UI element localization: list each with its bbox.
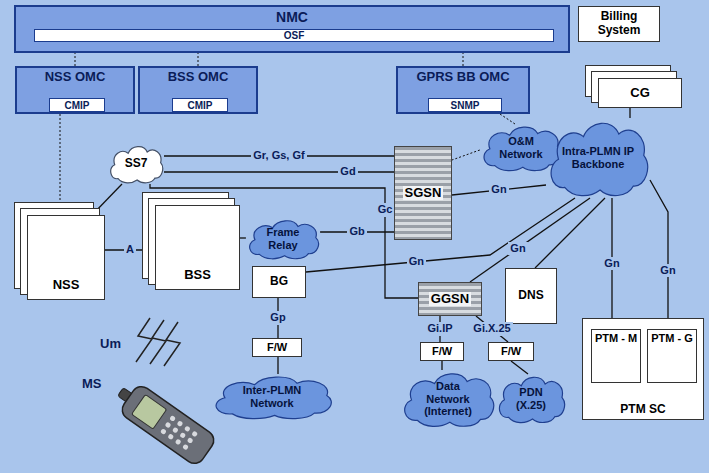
node-label: GGSN [429, 292, 471, 307]
diagram-label: Um [100, 336, 121, 351]
node-label: PTM - M [595, 332, 637, 345]
interface-link [150, 184, 418, 298]
protocol-bar: OSF [34, 29, 554, 42]
management-band: BSS OMC CMIP [138, 66, 258, 114]
interface-label: Gn [602, 257, 621, 270]
equipment-node: SGSN [394, 146, 452, 240]
interface-label: Gd [338, 165, 357, 178]
management-link [60, 114, 61, 215]
interface-link [441, 361, 442, 370]
network-cloud: PDN (X.25) [496, 374, 566, 424]
management-link [198, 53, 199, 66]
interface-link [240, 237, 246, 238]
node-label: CMIP [65, 100, 90, 111]
network-box: BG [252, 266, 306, 298]
protocol-bar: CMIP [172, 98, 228, 112]
management-band: GPRS BB OMC SNMP [396, 66, 530, 114]
node-label: Frame Relay [257, 226, 309, 251]
network-cloud: O&M Network [480, 124, 562, 172]
node-label: OSF [284, 30, 305, 41]
management-band: NSS OMC CMIP [15, 66, 135, 114]
node-label: DNS [518, 289, 543, 303]
node-label: F/W [432, 345, 452, 358]
network-box: F/W [252, 338, 302, 357]
interface-link [92, 184, 122, 215]
protocol-bar: CMIP [49, 98, 105, 112]
node-label: CMIP [188, 100, 213, 111]
network-box: PTM SC PTM - M PTM - G [582, 318, 704, 420]
interface-label: Gp [268, 311, 287, 324]
management-link [75, 53, 76, 66]
management-link [463, 53, 464, 66]
management-band: NMC OSF [14, 5, 570, 53]
stacked-box: NSS [27, 215, 105, 300]
interface-link [535, 198, 605, 268]
interface-label: Gb [347, 225, 366, 238]
node-label: F/W [267, 341, 287, 354]
interface-label: Gc [376, 203, 395, 216]
network-box: PTM - G [647, 329, 697, 383]
protocol-bar: SNMP [428, 98, 502, 112]
node-label: F/W [501, 345, 521, 358]
network-cloud: Data Network (Internet) [400, 370, 496, 428]
node-label: SGSN [403, 186, 444, 201]
stacked-box: BSS [155, 205, 240, 290]
interface-link [164, 171, 394, 172]
network-box: F/W [420, 342, 464, 361]
management-link [452, 150, 480, 160]
interface-link [650, 180, 668, 329]
network-box: F/W [488, 342, 534, 361]
node-label: Billing System [588, 10, 650, 38]
interface-link [511, 361, 528, 374]
node-label: SNMP [451, 100, 480, 111]
interface-label: Gn [407, 255, 426, 268]
interface-label: A [124, 243, 136, 256]
node-label: PDN (X.25) [506, 386, 555, 411]
diagram-label: MS [82, 376, 102, 391]
node-label: Intra-PLMN IP Backbone [561, 145, 635, 170]
radio-bolts [136, 318, 180, 366]
node-label: SS7 [125, 157, 148, 171]
node-label: PTM - G [651, 332, 693, 345]
node-label: NMC [276, 9, 308, 25]
node-label: Data Network (Internet) [414, 380, 482, 418]
interface-label: Gi.X.25 [471, 322, 512, 335]
network-cloud: Inter-PLMN Network [210, 374, 334, 420]
network-box: PTM - M [591, 329, 641, 383]
node-label: CG [630, 86, 650, 101]
network-cloud: SS7 [108, 144, 164, 184]
network-cloud: Intra-PLMN IP Backbone [546, 118, 650, 198]
equipment-node: GGSN [418, 282, 482, 316]
interface-label: Gn [508, 242, 527, 255]
interface-label: Gr, Gs, Gf [251, 149, 306, 162]
interface-link [629, 108, 630, 118]
node-label: NSS OMC [45, 70, 106, 85]
node-label: NSS [53, 278, 80, 293]
network-box: DNS [505, 268, 557, 324]
network-box: Billing System [578, 6, 660, 42]
node-label: BSS [184, 268, 211, 283]
node-label: Inter-PLMN Network [227, 384, 316, 409]
stacked-box: CG [598, 78, 682, 108]
interface-link [277, 357, 278, 374]
mobile-phone [110, 377, 217, 467]
interface-label: Gn [489, 183, 508, 196]
management-link [500, 114, 515, 124]
network-cloud: Frame Relay [246, 218, 320, 260]
node-label: BG [270, 275, 288, 289]
interface-label: Gn [658, 264, 677, 277]
node-label: GPRS BB OMC [416, 70, 509, 85]
node-label: O&M Network [492, 135, 550, 160]
interface-label: Gi.IP [425, 322, 454, 335]
node-label: BSS OMC [168, 70, 229, 85]
node-label: PTM SC [620, 403, 665, 417]
